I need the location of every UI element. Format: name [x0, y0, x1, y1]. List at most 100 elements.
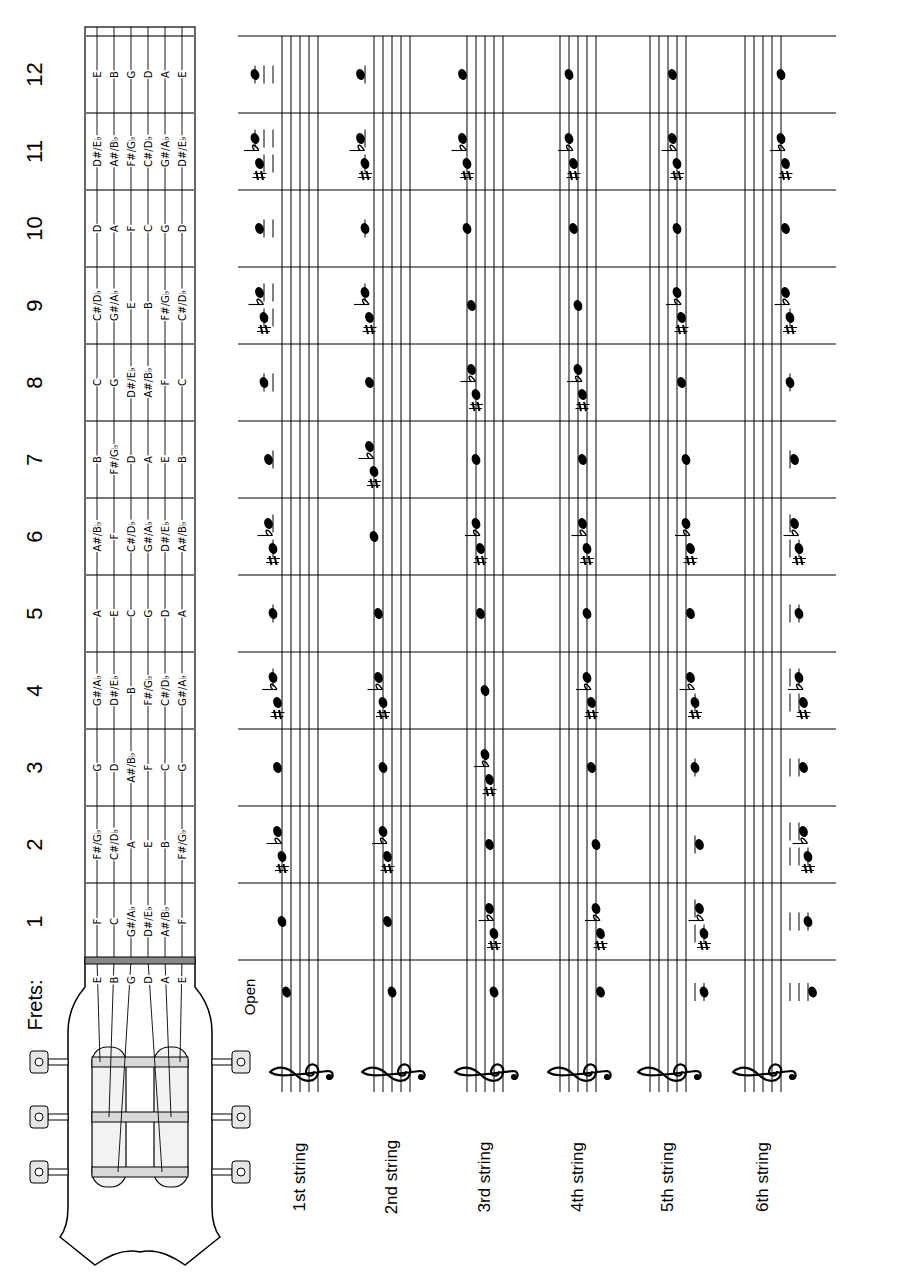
sharp-stem [469, 408, 482, 409]
sharp-bar [376, 479, 378, 488]
flat-bowl [367, 453, 373, 458]
fret-number: 3 [23, 761, 47, 773]
sharp-bar [805, 864, 807, 873]
tuning-peg-knob [30, 1106, 48, 1128]
fret-divider [238, 960, 836, 961]
treble-clef-stroke [270, 1064, 333, 1080]
note-head [780, 157, 792, 170]
flat-bowl [460, 145, 466, 150]
flat-sign [567, 376, 582, 381]
fret-divider [238, 267, 836, 268]
flat-sign [662, 145, 677, 150]
sharp-bar [279, 710, 281, 719]
note-name: C [126, 609, 137, 618]
note-head [793, 542, 805, 555]
flat-sign [368, 684, 383, 689]
note-head [466, 299, 478, 312]
sharp-stem [475, 558, 488, 559]
note-name: D [177, 224, 188, 234]
note-name: F#/G♭ [109, 444, 120, 476]
sharp-stem [797, 716, 810, 717]
flat-bowl [675, 299, 681, 304]
note-name: C#/D♭ [126, 520, 137, 553]
sharp-bar [371, 325, 373, 334]
note-name: G#/A♭ [109, 289, 120, 322]
sharp-stem [802, 866, 815, 867]
sharp-bar [584, 402, 586, 411]
flat-bowl [483, 761, 489, 766]
sharp-bar [602, 941, 604, 950]
staff-line [392, 36, 393, 1092]
sharp-sign [487, 941, 501, 950]
sharp-stem [470, 404, 483, 405]
sharp-bar [683, 325, 685, 334]
sharp-bar [389, 864, 391, 873]
note-name: F [177, 918, 188, 926]
headstock-string [118, 960, 131, 1172]
note-name: D#/E♭ [109, 674, 120, 706]
note-name: G [160, 224, 171, 234]
flat-bowl [797, 684, 803, 689]
sharp-bar [679, 171, 681, 180]
ledger-line [799, 848, 800, 866]
sharp-bar [687, 556, 689, 565]
flat-sign [788, 684, 803, 689]
flat-bowl [779, 145, 785, 150]
flat-bowl [580, 530, 586, 535]
note-head [470, 517, 482, 530]
sharp-stem [798, 712, 811, 713]
sharp-stem [487, 947, 500, 948]
staff-line [410, 36, 411, 1092]
flat-bowl [783, 299, 789, 304]
sharp-sign [684, 556, 698, 565]
note-head [577, 517, 589, 530]
music-staff [638, 36, 711, 1092]
tuning-peg-knob [30, 1161, 48, 1183]
note-name: F [92, 918, 103, 926]
ledger-line [695, 925, 696, 943]
note-head [382, 850, 394, 863]
note-head [671, 157, 683, 170]
staff-line [763, 36, 764, 1092]
flat-stem [249, 304, 264, 305]
sharp-sign [585, 710, 599, 719]
sharp-bar [371, 479, 373, 488]
flat-sign [572, 530, 587, 535]
note-head [386, 985, 398, 998]
fret-wire [85, 343, 195, 345]
fret-wire [85, 35, 195, 37]
flat-bowl [801, 838, 807, 843]
fret-divider [238, 113, 836, 114]
note-name: G [177, 763, 188, 773]
note-name: E [143, 840, 154, 848]
note-head [457, 68, 469, 81]
string-label: 2nd string [383, 1140, 402, 1215]
sharp-bar [589, 556, 591, 565]
note-head [479, 684, 491, 697]
ledger-line [273, 220, 274, 238]
note-head [377, 696, 389, 709]
flat-bowl [253, 145, 259, 150]
sharp-bar [366, 325, 368, 334]
note-name: D#/E♭ [160, 520, 171, 552]
sharp-sign [779, 171, 793, 180]
ledger-line [790, 913, 791, 931]
flat-stem [359, 458, 374, 459]
sharp-bar [697, 710, 699, 719]
ledger-line [790, 759, 791, 777]
music-staff [452, 36, 518, 1092]
note-head [267, 607, 279, 620]
sharp-stem [792, 562, 805, 563]
fret-divider [238, 344, 836, 345]
note-head [368, 465, 380, 478]
note-head [488, 985, 500, 998]
note-head [698, 927, 710, 940]
note-head [254, 157, 266, 170]
flat-stem [262, 689, 277, 690]
note-head [359, 157, 371, 170]
tuning-peg-stem [48, 1114, 68, 1120]
note-name: F#/G♭ [160, 290, 171, 322]
note-name: A#/B♭ [177, 520, 188, 552]
flat-stem [372, 843, 387, 844]
